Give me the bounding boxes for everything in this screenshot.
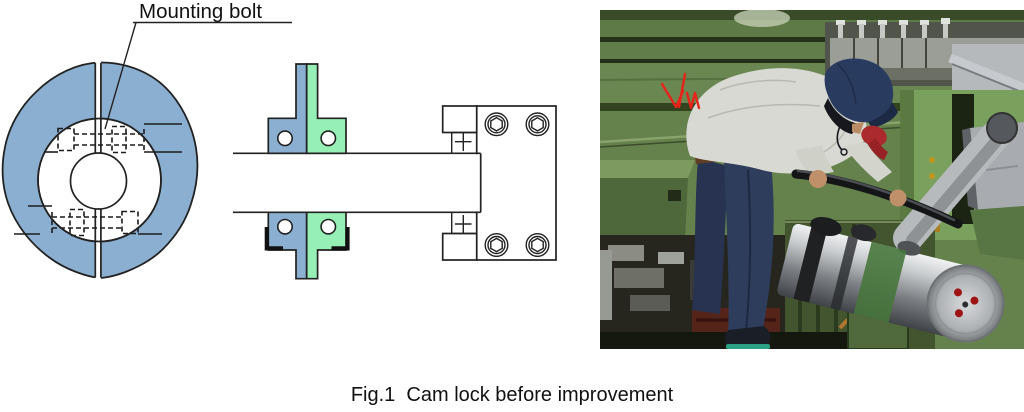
hanging-glasses bbox=[836, 125, 843, 151]
cap-brim bbox=[868, 102, 898, 128]
collar-right-half-upper bbox=[305, 63, 347, 155]
red-zigzag-annotation bbox=[660, 72, 701, 110]
worker-back-leg bbox=[692, 158, 728, 314]
upper-cam-cylinder bbox=[893, 112, 1024, 260]
worker-arm-left bbox=[796, 146, 834, 176]
worker-hand-left bbox=[809, 170, 827, 188]
figure-caption: Fig.1 Cam lock before improvement bbox=[350, 384, 674, 406]
clamp-collar bbox=[264, 63, 350, 280]
mounting-bolt-label: Mounting bolt bbox=[139, 0, 262, 23]
section-view-diagram bbox=[233, 63, 557, 280]
worker-hair bbox=[824, 98, 860, 134]
mounting-bolts-hidden bbox=[14, 123, 182, 237]
worker-arm-right bbox=[844, 142, 892, 182]
center-marks bbox=[455, 133, 472, 233]
worker bbox=[686, 58, 898, 349]
collar-right-half-lower bbox=[305, 211, 347, 280]
leader-line bbox=[104, 22, 137, 130]
red-cloth bbox=[861, 125, 887, 147]
shaft bbox=[233, 152, 482, 214]
worker-shoe bbox=[725, 326, 771, 348]
retainer-clip-left bbox=[264, 227, 283, 251]
worker-face bbox=[852, 122, 864, 134]
photo-cam-lock-operation bbox=[600, 10, 1024, 349]
worker-cap bbox=[824, 58, 894, 123]
retainer-clip-right bbox=[331, 227, 350, 251]
worker-hand-right bbox=[889, 189, 907, 207]
lever-tool bbox=[791, 169, 963, 229]
shaft-hole bbox=[69, 152, 128, 210]
cam-drum bbox=[777, 216, 1005, 343]
cam-lock-drawing: Mounting bolt bbox=[1, 0, 557, 280]
worker-front-leg bbox=[724, 154, 774, 338]
front-view-diagram: Mounting bolt bbox=[1, 0, 292, 280]
